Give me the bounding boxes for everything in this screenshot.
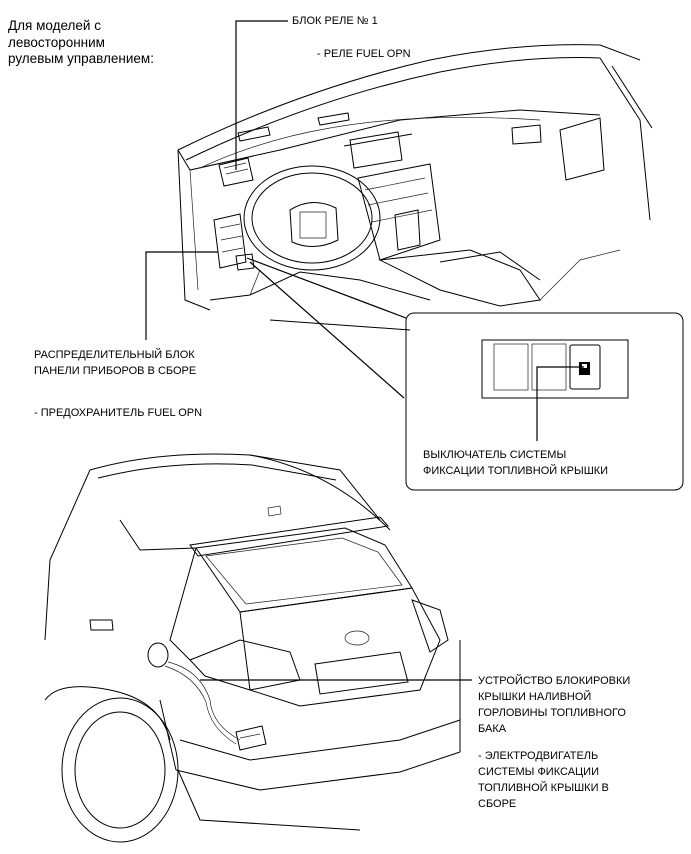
junction-block-label: РАСПРЕДЕЛИТЕЛЬНЫЙ БЛОК ПАНЕЛИ ПРИБОРОВ В… bbox=[34, 349, 197, 377]
lhd-note: Для моделей с левосторонним рулевым упра… bbox=[8, 18, 154, 66]
car-rear-drawing bbox=[44, 453, 461, 843]
lock-device-label: УСТРОЙСТВО БЛОКИРОВКИ КРЫШКИ НАЛИВНОЙ ГО… bbox=[478, 675, 631, 735]
switch-zoom-leader-2 bbox=[246, 257, 407, 319]
dashboard-drawing bbox=[177, 44, 653, 331]
switch-leader bbox=[536, 366, 584, 441]
switch-label: ВЫКЛЮЧАТЕЛЬ СИСТЕМЫ ФИКСАЦИИ ТОПЛИВНОЙ К… bbox=[423, 449, 609, 477]
junction-leader bbox=[145, 251, 218, 340]
switch-detail-frame bbox=[405, 312, 684, 491]
relay-item-label: - РЕЛЕ FUEL OPN bbox=[317, 48, 411, 60]
relay-block-label: БЛОК РЕЛЕ № 1 bbox=[292, 15, 378, 27]
relay-leader bbox=[235, 20, 288, 170]
switch-zoom-leader-1 bbox=[249, 261, 405, 399]
fuse-item-label: - ПРЕДОХРАНИТЕЛЬ FUEL OPN bbox=[34, 407, 203, 419]
motor-item-label: - ЭЛЕКТРОДВИГАТЕЛЬ СИСТЕМЫ ФИКСАЦИИ ТОПЛ… bbox=[478, 750, 609, 810]
switch-panel-drawing bbox=[481, 339, 629, 399]
